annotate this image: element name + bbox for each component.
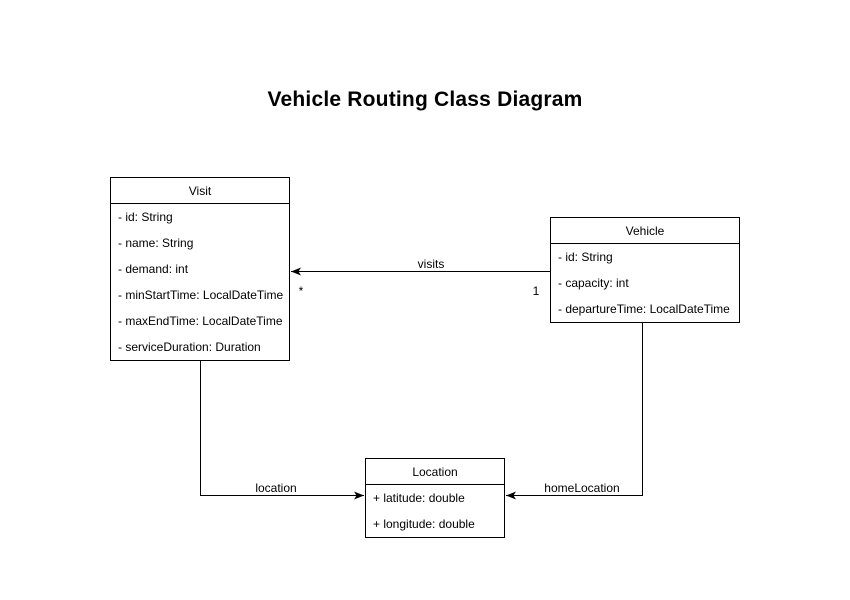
location-attr-latitude: + latitude: double: [373, 491, 465, 505]
visit-attr-max-end-time: - maxEndTime: LocalDateTime: [118, 314, 283, 328]
visit-attr-min-start-time: - minStartTime: LocalDateTime: [118, 288, 284, 302]
visit-attr-service-duration: - serviceDuration: Duration: [118, 340, 261, 354]
visit-attr-name: - name: String: [118, 236, 194, 250]
class-location-name: Location: [366, 459, 504, 485]
class-vehicle[interactable]: Vehicle - id: String - capacity: int - d…: [550, 217, 740, 323]
edge-location[interactable]: [200, 359, 365, 500]
edge-label-visits[interactable]: visits: [417, 257, 445, 271]
class-vehicle-name: Vehicle: [551, 218, 739, 244]
visit-attr-demand: - demand: int: [118, 262, 189, 276]
multiplicity-visit-end: *: [298, 284, 304, 298]
diagram-title: Vehicle Routing Class Diagram: [267, 88, 583, 111]
edge-home-location[interactable]: [506, 321, 643, 500]
edge-label-home-location[interactable]: homeLocation: [544, 481, 620, 495]
vehicle-attr-id: - id: String: [558, 250, 613, 264]
class-visit-name: Visit: [111, 178, 289, 204]
vehicle-attr-capacity: - capacity: int: [558, 276, 629, 290]
vehicle-attr-departure-time: - departureTime: LocalDateTime: [558, 302, 730, 316]
multiplicity-vehicle-end: 1: [532, 284, 540, 298]
class-location[interactable]: Location + latitude: double + longitude:…: [365, 458, 505, 538]
class-visit[interactable]: Visit - id: String - name: String - dema…: [110, 177, 290, 361]
location-attr-longitude: + longitude: double: [373, 517, 475, 531]
edge-label-location[interactable]: location: [255, 481, 297, 495]
visit-attr-id: - id: String: [118, 210, 173, 224]
